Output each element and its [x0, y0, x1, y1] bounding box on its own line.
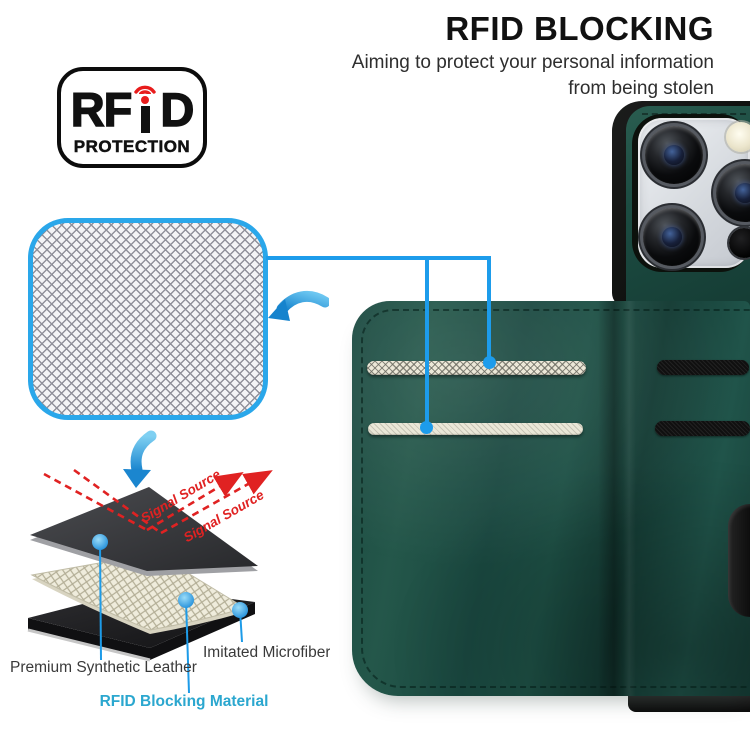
card-slot-black-1 — [657, 360, 749, 375]
connector-line-slot2 — [425, 256, 429, 426]
rfid-protection-badge: RF D PROTECTION — [57, 67, 207, 168]
camera-lens-2 — [643, 208, 701, 266]
callout-dot-leather — [92, 534, 108, 550]
page-subtitle-line1: Aiming to protect your personal informat… — [351, 52, 714, 73]
badge-word: RF D — [70, 79, 195, 136]
wallet-interior — [352, 301, 750, 696]
label-premium-synthetic-leather: Premium Synthetic Leather — [10, 659, 197, 676]
header: RFID BLOCKING Aiming to protect your per… — [352, 10, 714, 100]
phone-case-photo — [612, 101, 750, 307]
case-bottom-edge — [628, 692, 750, 712]
label-rfid-blocking-material: RFID Blocking Material — [100, 693, 269, 710]
rfid-signal-icon — [134, 85, 157, 94]
rfid-mesh-swatch — [28, 218, 268, 420]
layer-leather — [30, 487, 258, 576]
badge-caption: PROTECTION — [73, 136, 191, 156]
badge-letter-i — [133, 79, 157, 133]
curved-arrow-down-icon — [123, 430, 157, 488]
card-slot-mesh-2 — [368, 423, 583, 435]
fold-crease — [598, 301, 636, 696]
connector-dot-slot2 — [420, 421, 433, 434]
lens-glass — [664, 145, 684, 165]
connector-line-horizontal — [266, 256, 491, 260]
page-subtitle-line2: from being stolen — [568, 78, 714, 99]
callout-dot-microfiber — [232, 602, 248, 618]
finger-cutout — [728, 504, 750, 617]
camera-flash — [726, 122, 750, 152]
camera-lens-1 — [645, 126, 703, 184]
badge-letters-rf: RF — [70, 82, 133, 136]
i-dot — [141, 95, 150, 104]
curved-arrow-left-icon — [268, 290, 329, 321]
camera-lidar-sensor — [729, 228, 750, 258]
connector-dot-slot1 — [483, 356, 496, 369]
layer-rfid-mesh — [30, 552, 247, 634]
lens-glass — [735, 183, 750, 203]
i-stem — [140, 105, 150, 133]
materials-diagram: Signal Source Signal Source Premium Synt… — [10, 430, 330, 710]
card-slot-mesh-1 — [367, 361, 586, 375]
label-imitated-microfiber: Imitated Microfiber — [203, 644, 330, 661]
connector-line-slot1 — [487, 256, 491, 363]
lens-glass — [662, 227, 682, 247]
page-title: RFID BLOCKING — [445, 10, 714, 47]
callout-dot-rfid — [178, 592, 194, 608]
wallet-stitching — [361, 309, 750, 688]
signal-arrows — [43, 468, 273, 535]
badge-letter-d: D — [160, 82, 195, 136]
card-slot-black-2 — [655, 421, 750, 436]
